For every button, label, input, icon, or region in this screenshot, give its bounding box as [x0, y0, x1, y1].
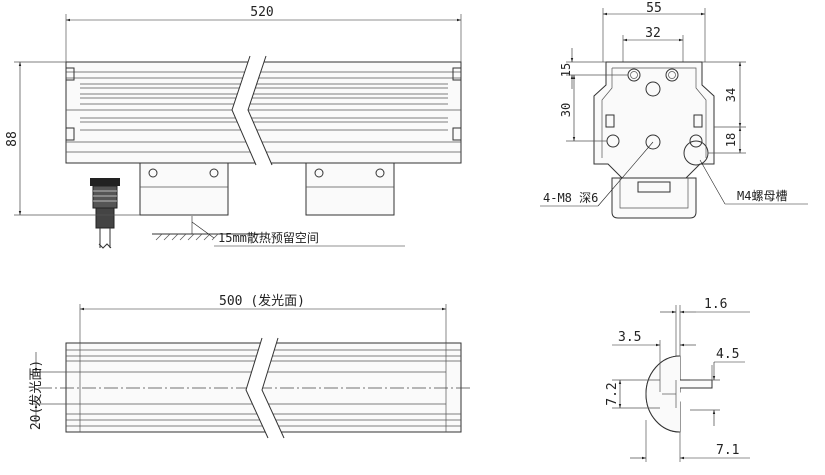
right-lower-label: 18 [724, 133, 738, 147]
front-view: 520 [5, 5, 462, 249]
nut-slot-callout: M4螺母槽 [737, 189, 787, 203]
mounting-bracket-right [305, 162, 395, 216]
lip-label: 1.6 [704, 297, 727, 312]
clearance-annotation: 15mm散热预留空间 [152, 216, 405, 247]
emit-length-label: 500 (发光面) [219, 293, 305, 309]
top-view: 500 (发光面) 20(发光面) [28, 293, 470, 439]
width-dimension-label: 55 [646, 1, 662, 16]
depth-label: 3.5 [618, 330, 641, 345]
width-label: 7.1 [716, 443, 739, 458]
thread-callout: 4-M8 深6 [543, 191, 598, 205]
right-upper-label: 34 [724, 88, 738, 102]
body-grooves [66, 71, 461, 153]
mounting-bracket-left [139, 162, 229, 216]
length-dimension-label: 520 [250, 5, 273, 20]
hole-offset-label: 30 [559, 103, 573, 117]
height-label: 7.2 [605, 382, 620, 405]
top-offset-label: 15 [559, 63, 573, 77]
emit-width-label: 20(发光面) [28, 360, 44, 430]
clearance-note: 15mm散热预留空间 [218, 230, 319, 245]
neck-label: 4.5 [716, 347, 739, 362]
side-view: 55 32 15 30 34 [540, 1, 808, 219]
slot-detail: 1.6 3.5 4.5 7.2 7.1 [605, 297, 750, 462]
break-mark [232, 56, 272, 165]
hole-span-label: 32 [645, 26, 661, 41]
cable-connector [90, 178, 120, 249]
height-dimension-label: 88 [5, 131, 20, 147]
